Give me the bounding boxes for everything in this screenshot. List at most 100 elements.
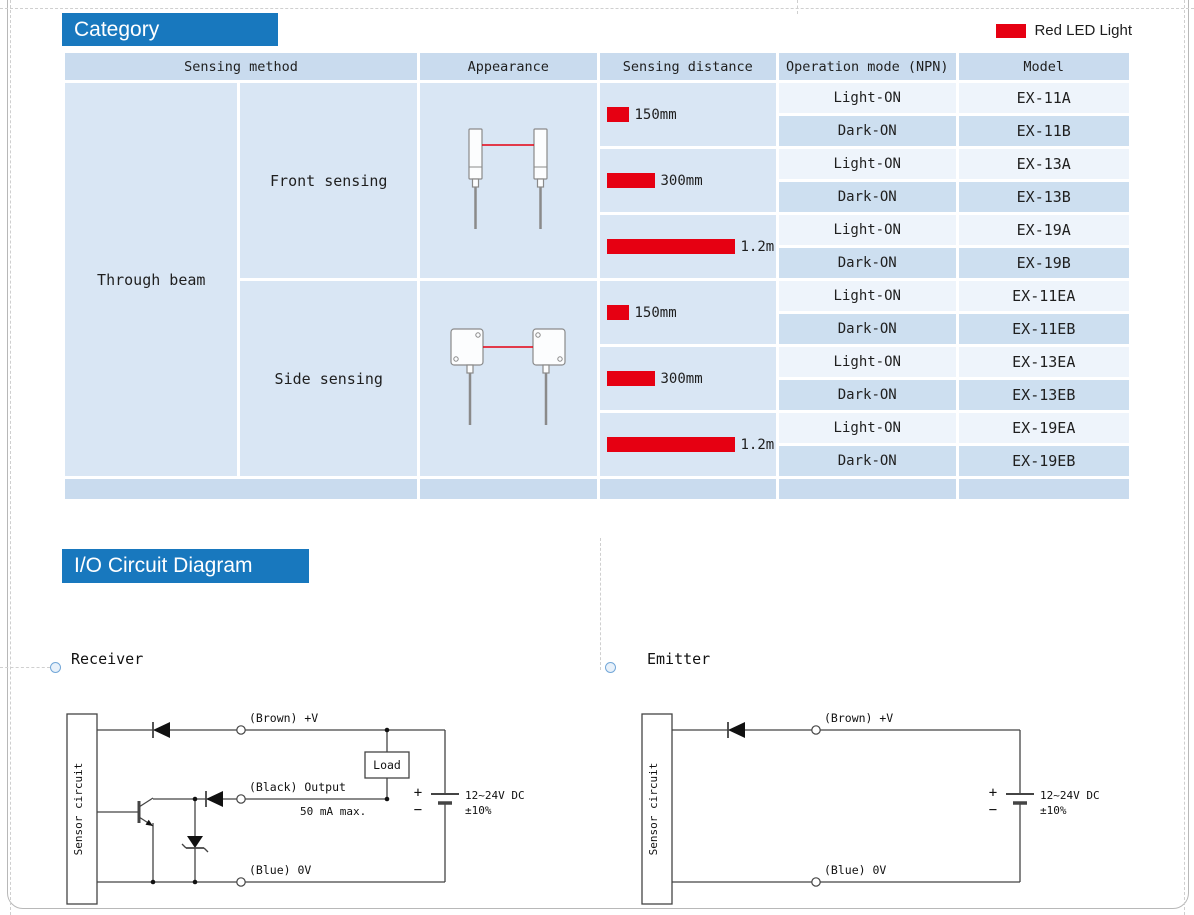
table-footer-cell (65, 479, 417, 499)
model-cell: EX-11A (958, 83, 1129, 113)
sensor-circuit-label: Sensor circuit (647, 763, 660, 856)
black-wire-label: (Black) Output (249, 780, 346, 794)
supply-tolerance-label: ±10% (465, 804, 492, 817)
current-note-label: 50 mA max. (300, 805, 366, 818)
blue-terminal-icon (236, 877, 246, 887)
category-table: Sensing method Appearance Sensing distan… (62, 50, 1132, 502)
receiver-title: Receiver (71, 650, 144, 668)
receiver-marker-icon (50, 662, 61, 673)
table-row: Dark-ON EX-11EB (65, 314, 1129, 344)
col-header-model: Model (958, 53, 1129, 80)
junction-dots (150, 727, 390, 885)
distance-cell: 150mm (599, 281, 776, 344)
col-header-appearance: Appearance (420, 53, 597, 80)
front-sensing-drawing (468, 127, 548, 229)
diode-icon (727, 722, 745, 738)
io-section-title: I/O Circuit Diagram (62, 549, 309, 583)
table-row: Dark-ON EX-13B (65, 182, 1129, 212)
brown-terminal-icon (236, 725, 246, 735)
guide-line (0, 667, 50, 668)
mode-cell: Dark-ON (779, 314, 956, 344)
battery-icon (1006, 793, 1034, 805)
table-row: 1.2m Light-ON EX-19EA (65, 413, 1129, 476)
guide-line (10, 0, 11, 915)
distance-label: 150mm (634, 106, 677, 123)
sensor-circuit-box (66, 713, 98, 905)
table-row: 300mm Light-ON EX-13EA (65, 347, 1129, 410)
sensor-circuit-box (641, 713, 673, 905)
mode-cell: Dark-ON (779, 182, 956, 212)
minus-sign: − (414, 802, 422, 818)
table-footer-row (65, 479, 1129, 499)
model-cell: EX-13B (958, 182, 1129, 212)
model-cell: EX-13EB (958, 380, 1129, 410)
mode-cell: Dark-ON (779, 248, 956, 278)
emitter-marker-icon (605, 662, 616, 673)
mode-cell: Dark-ON (779, 116, 956, 146)
blue-terminal-icon (811, 877, 821, 887)
distance-label: 300mm (660, 370, 703, 387)
distance-cell: 300mm (599, 347, 776, 410)
table-header-row: Sensing method Appearance Sensing distan… (65, 53, 1129, 80)
model-cell: EX-19EA (958, 413, 1129, 443)
model-cell: EX-11EA (958, 281, 1129, 311)
mode-cell: Light-ON (779, 413, 956, 443)
plus-sign: + (414, 785, 422, 801)
guide-line (797, 0, 798, 14)
model-cell: EX-19A (958, 215, 1129, 245)
zener-diode-icon (181, 836, 209, 853)
distance-label: 150mm (634, 304, 677, 321)
brown-terminal-icon (811, 725, 821, 735)
legend-label: Red LED Light (1034, 22, 1132, 39)
emitter-circuit-diagram: Sensor circuit (Brown) +V (Blue) 0V + − … (641, 711, 1100, 905)
model-cell: EX-11B (958, 116, 1129, 146)
load-box (364, 751, 410, 779)
mode-cell: Dark-ON (779, 446, 956, 476)
load-label: Load (373, 758, 401, 772)
model-cell: EX-19B (958, 248, 1129, 278)
supply-tolerance-label: ±10% (1040, 804, 1067, 817)
distance-bar (606, 107, 629, 122)
col-header-operation-mode: Operation mode (NPN) (779, 53, 956, 80)
table-row: 1.2m Light-ON EX-19A (65, 215, 1129, 278)
distance-label: 1.2m (740, 238, 775, 255)
blue-wire-label: (Blue) 0V (249, 863, 311, 877)
mode-cell: Light-ON (779, 281, 956, 311)
table-footer-cell (420, 479, 597, 499)
npn-transistor-icon (137, 797, 154, 827)
battery-icon (431, 793, 459, 805)
brown-wire-label: (Brown) +V (824, 711, 893, 725)
col-header-sensing-method: Sensing method (65, 53, 417, 80)
supply-voltage-label: 12~24V DC (1040, 789, 1100, 802)
guide-line (0, 8, 1194, 9)
guide-line (600, 538, 601, 670)
distance-cell: 1.2m (599, 413, 776, 476)
mode-cell: Light-ON (779, 215, 956, 245)
diode-icon (205, 791, 223, 807)
mode-cell: Light-ON (779, 347, 956, 377)
table-footer-cell (779, 479, 956, 499)
table-row: Dark-ON EX-13EB (65, 380, 1129, 410)
receiver-circuit-diagram: Sensor circuit (Brown) +V (Black) Output… (66, 711, 525, 905)
distance-cell: 150mm (599, 83, 776, 146)
distance-bar (606, 305, 629, 320)
distance-bar (606, 239, 735, 254)
red-led-swatch-icon (996, 23, 1027, 38)
emitter-title: Emitter (647, 650, 711, 668)
appearance-cell (420, 83, 597, 278)
side-sensing-drawing (450, 327, 566, 425)
table-row: Side sensing (65, 281, 1129, 476)
mode-cell: Light-ON (779, 83, 956, 113)
supply-voltage-label: 12~24V DC (465, 789, 525, 802)
distance-bar (606, 437, 735, 452)
distance-bar (606, 173, 655, 188)
table-row: Through beam Front sensing (65, 83, 1129, 476)
diode-icon (152, 722, 170, 738)
distance-label: 300mm (660, 172, 703, 189)
table-row: 300mm Light-ON EX-13A (65, 149, 1129, 212)
distance-bar (606, 371, 655, 386)
model-cell: EX-19EB (958, 446, 1129, 476)
distance-cell: 300mm (599, 149, 776, 212)
category-section-title: Category (62, 13, 278, 46)
